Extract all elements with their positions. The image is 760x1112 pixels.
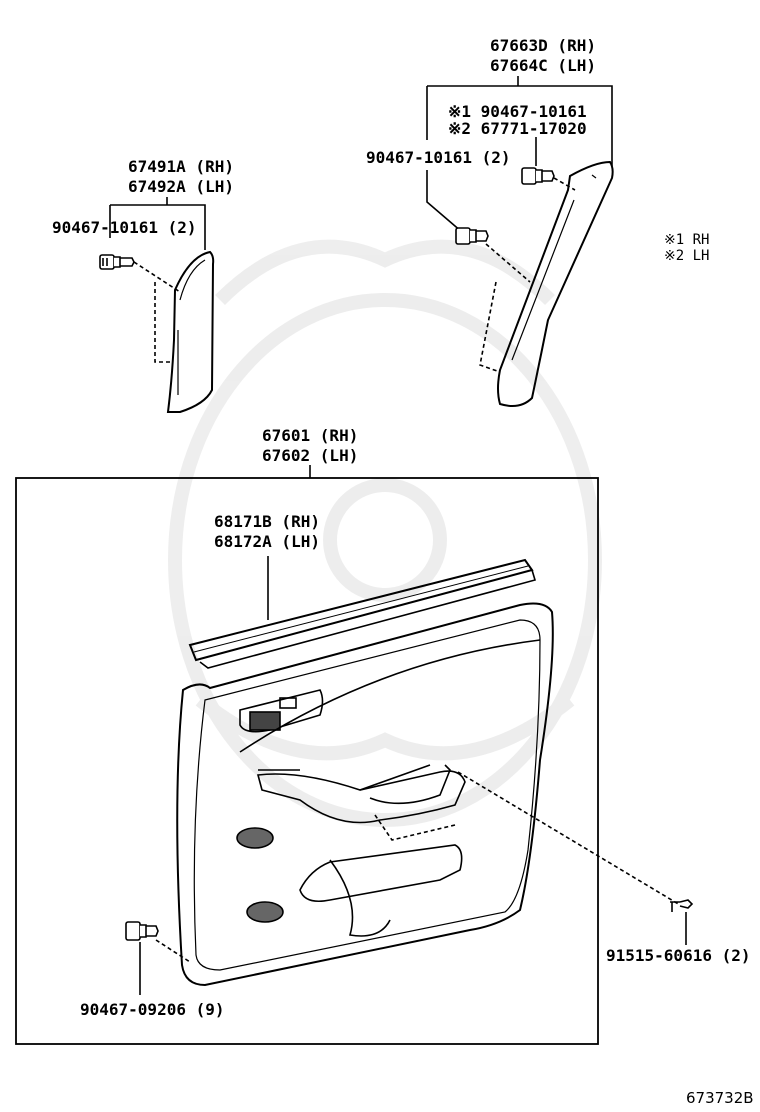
pull-handle [369,764,451,805]
screw-icon [670,899,694,912]
clip-icon [455,227,489,245]
bottom-clip-label: 90467-09206 (9) [80,1000,225,1019]
door-trim-board-lh-label: 67602 (LH) [262,446,359,465]
screw-group [670,899,694,945]
clip-variant-2-label: ※2 67771-17020 [448,119,587,138]
upper-left-trim-lh-label: 67492A (LH) [128,177,234,196]
clip-icon [521,167,555,185]
switch-panel [239,689,324,733]
clip-icon [99,254,135,270]
upper-left-clip-label: 90467-10161 (2) [52,218,197,237]
legend-rh: ※1 RH [664,232,710,248]
screw-label: 91515-60616 (2) [606,946,751,965]
upper-left-trim-rh-label: 67491A (RH) [128,157,234,176]
legend-lh: ※2 LH [664,248,710,264]
belt-weatherstrip [188,558,534,662]
door-trim-board-group [15,465,681,1045]
armrest [256,770,466,824]
door-panel [176,602,554,987]
bracket-line [109,204,206,250]
clip-variant-1-label: ※1 90467-10161 [448,102,587,121]
upper-left-trim-group [99,197,215,413]
assembly-frame [15,477,599,1045]
upper-right-trim-rh-label: 67663D (RH) [490,36,596,55]
weatherstrip-rh-label: 68171B (RH) [214,512,320,531]
weatherstrip-lh-label: 68172A (LH) [214,532,320,551]
pillar-trim-piece [166,250,215,413]
clip-icon [125,921,159,941]
bracket-line [426,85,613,166]
speaker-grille [246,901,284,923]
door-pocket [299,844,463,903]
upper-right-trim-lh-label: 67664C (LH) [490,56,596,75]
pillar-trim-piece [497,160,614,407]
diagram-code: 673732B [686,1089,754,1107]
door-trim-board-rh-label: 67601 (RH) [262,426,359,445]
upper-right-clip-label: 90467-10161 (2) [366,148,511,167]
upper-right-trim-group [426,76,614,407]
speaker-grille [236,827,274,849]
